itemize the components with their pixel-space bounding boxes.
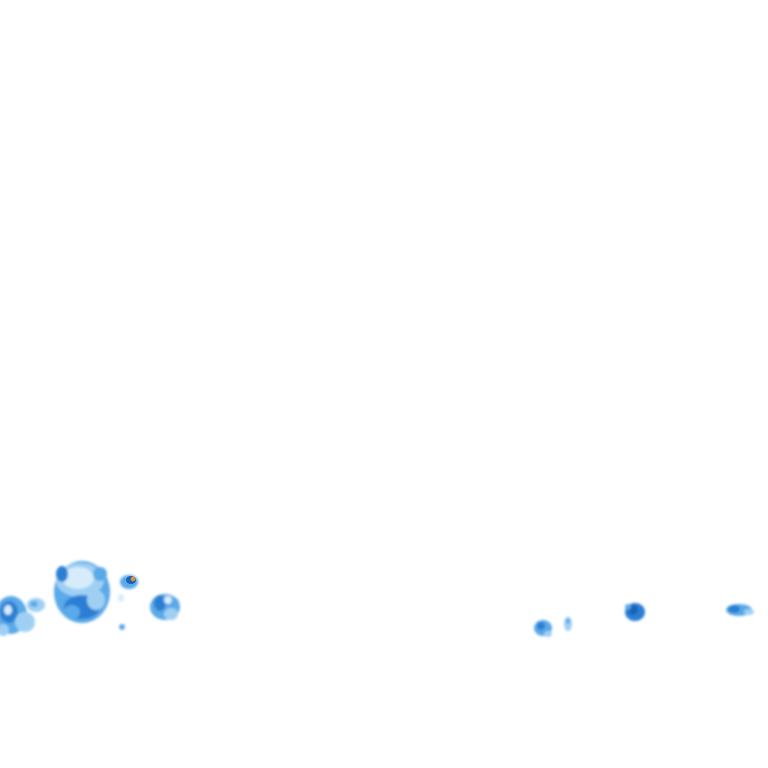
echo-cluster-left-large (54, 561, 110, 623)
echo-cell-left-with-core (118, 575, 138, 630)
echo-cell-right-1 (534, 620, 552, 637)
echo-cluster-left-small (150, 594, 180, 620)
echo-cell-right-2 (564, 617, 572, 631)
echo-cell-far-right (726, 604, 754, 616)
echo-cluster-far-left (0, 596, 45, 636)
echo-cell-right-3 (625, 603, 645, 621)
intense-core-marker (130, 576, 136, 582)
